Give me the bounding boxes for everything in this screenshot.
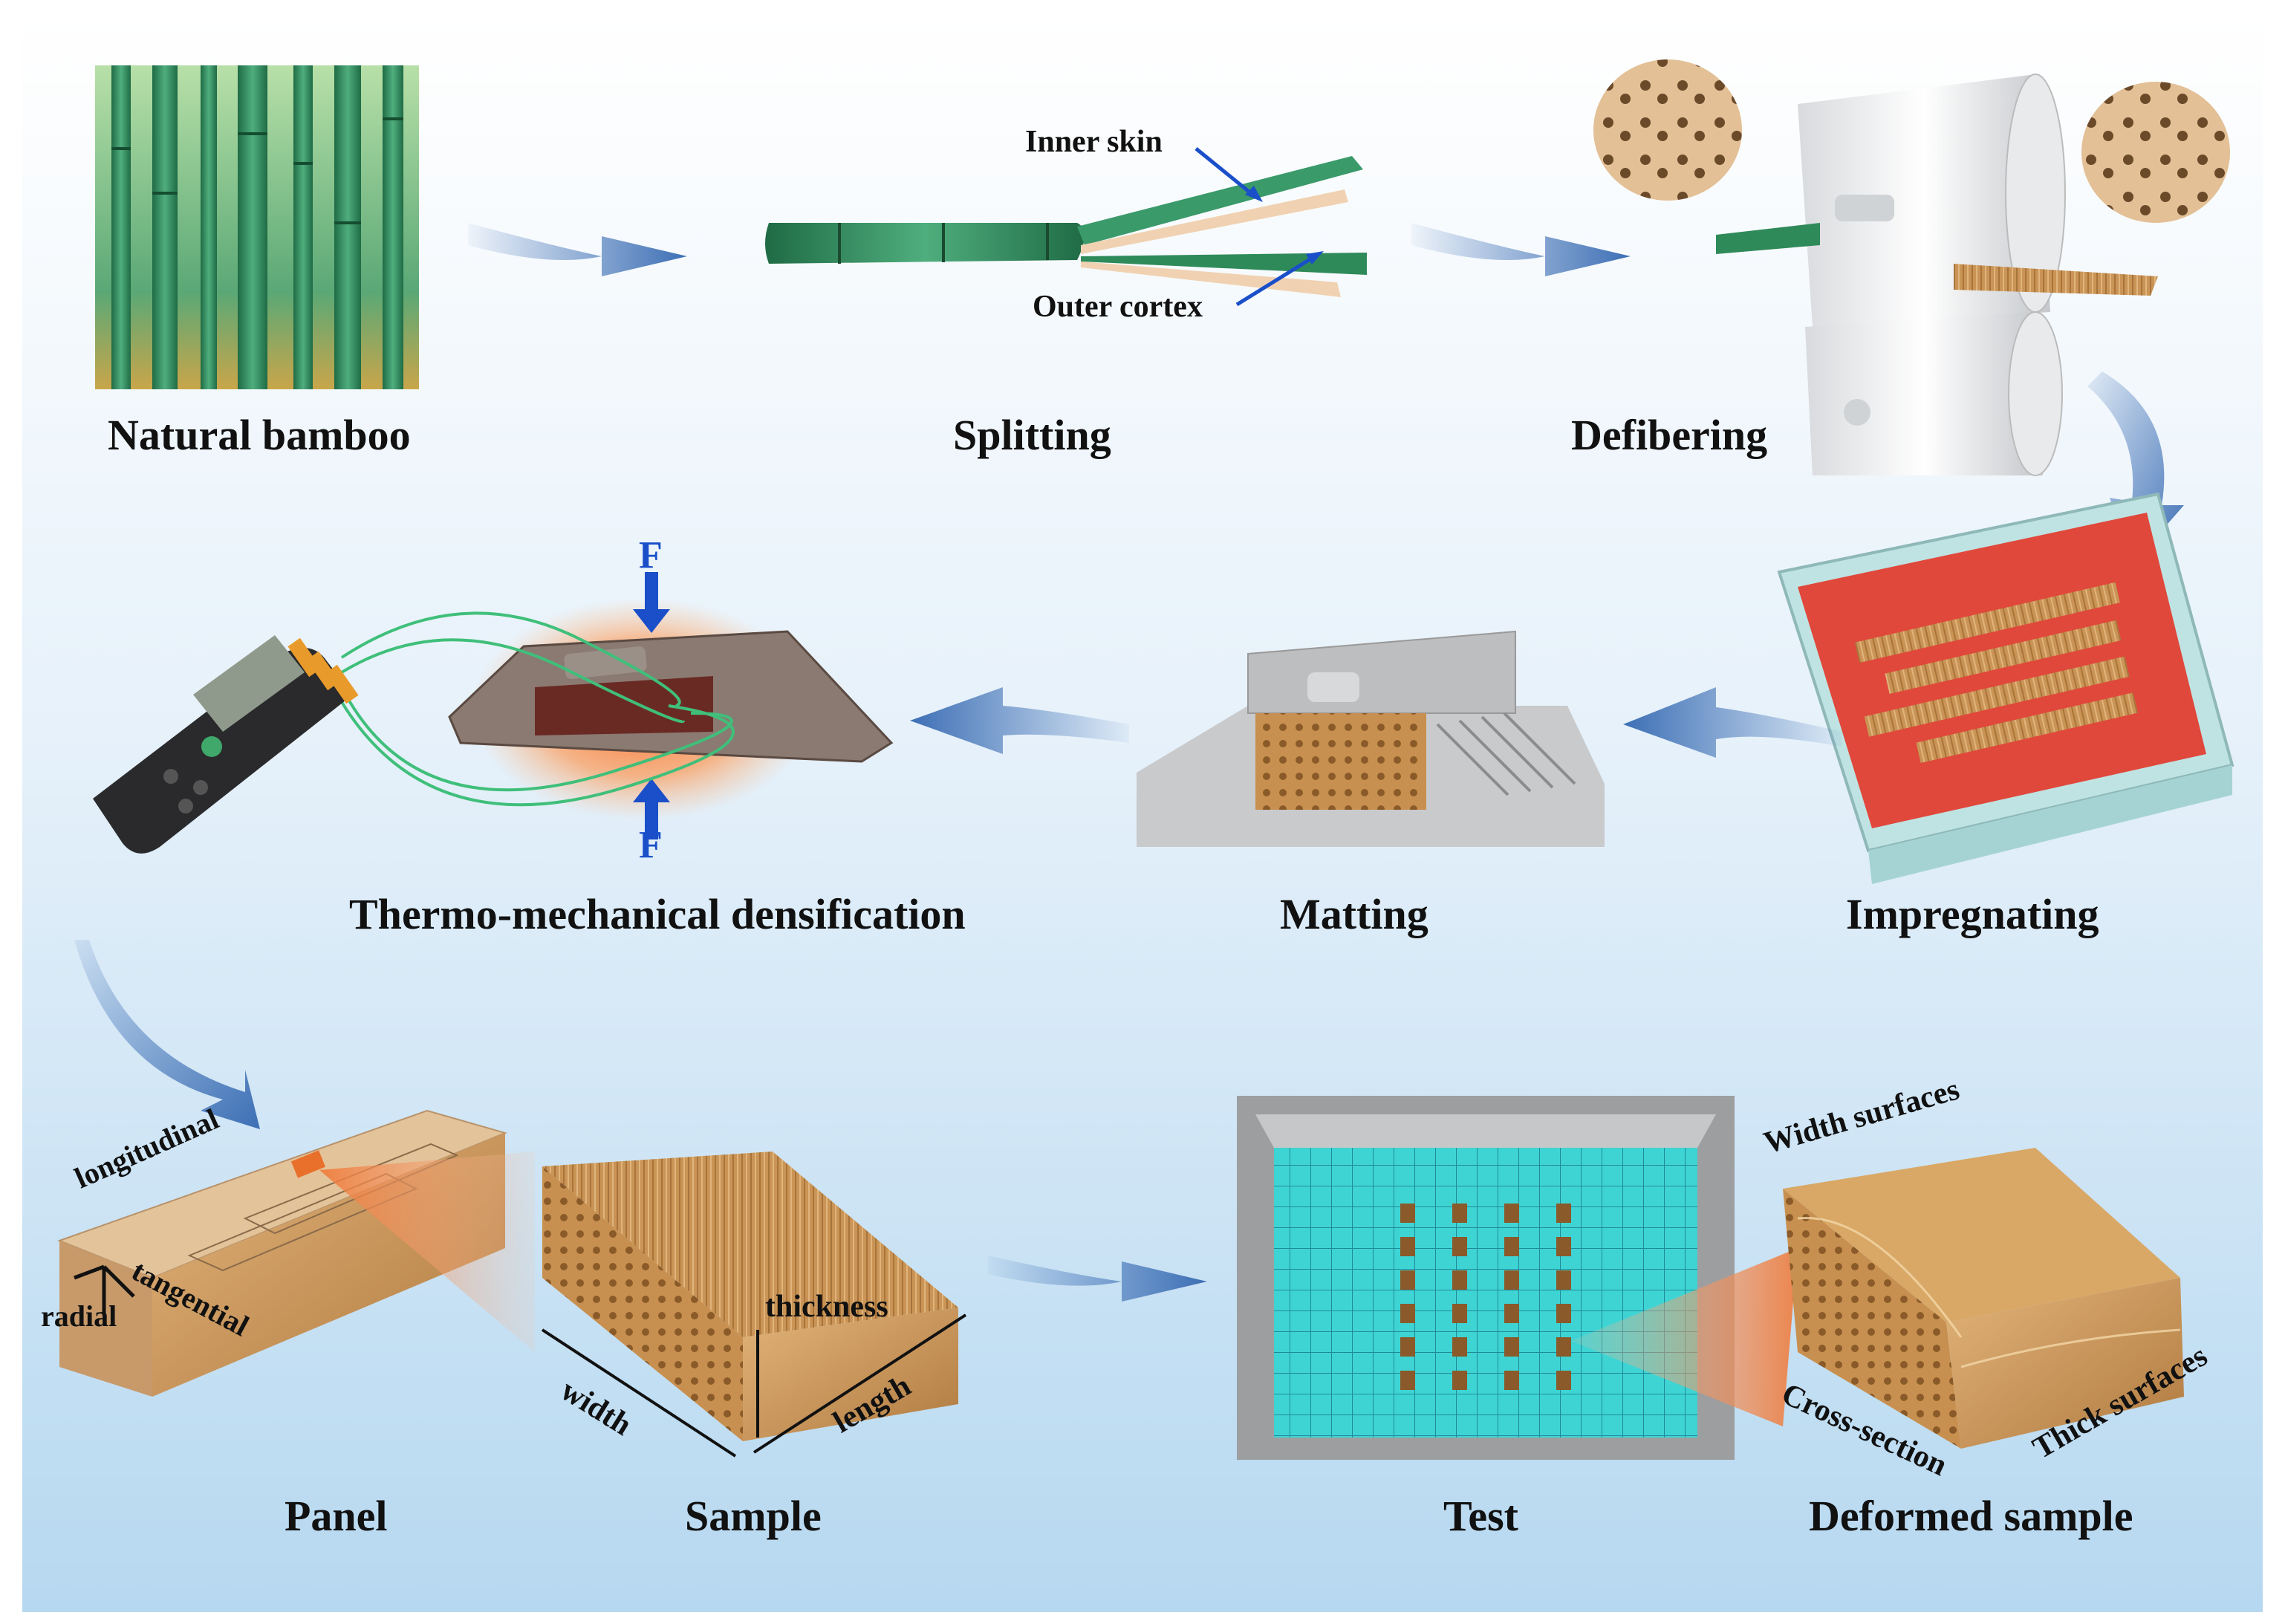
arrow-to-splitting	[468, 223, 687, 276]
arrow-to-defibering	[1411, 223, 1631, 276]
label-radial: radial	[41, 1299, 117, 1333]
test-bath	[1237, 1096, 1798, 1460]
sample-location	[290, 1150, 326, 1178]
matting-mold	[1137, 630, 1605, 847]
label-panel: Panel	[285, 1492, 388, 1540]
label-inner-skin: Inner skin	[1025, 125, 1163, 159]
thermocouple-meter	[93, 611, 735, 854]
label-force-top: F	[639, 534, 663, 576]
label-impregnating: Impregnating	[1846, 890, 2099, 938]
outer-cortex-pointer	[1235, 254, 1316, 307]
inner-skin-pointer	[1194, 147, 1257, 198]
bamboo-forest-photo	[95, 65, 419, 389]
force-arrow-bottom	[633, 779, 670, 802]
length-dimension	[753, 1313, 967, 1454]
splitting-bamboo	[765, 147, 1367, 307]
width-dimension	[541, 1328, 737, 1458]
label-force-bottom: F	[639, 824, 663, 866]
label-sample: Sample	[685, 1492, 822, 1540]
label-test: Test	[1443, 1492, 1518, 1540]
arrow-to-matting	[1623, 687, 1842, 758]
bamboo-panel	[57, 1109, 535, 1397]
defibering-rollers	[1593, 59, 2230, 476]
label-defibering: Defibering	[1571, 411, 1768, 459]
arrow-to-test	[988, 1256, 1207, 1302]
deformed-sample-cube	[1783, 1148, 2184, 1449]
arrow-to-panel	[74, 940, 260, 1129]
label-thickness: thickness	[765, 1290, 888, 1324]
label-outer-cortex: Outer cortex	[1033, 290, 1203, 324]
label-matting: Matting	[1280, 890, 1428, 938]
label-splitting: Splitting	[953, 411, 1111, 459]
force-arrow-top	[633, 609, 670, 633]
impregnating-tank	[1777, 492, 2234, 884]
label-deformed-sample: Deformed sample	[1809, 1492, 2133, 1540]
arrow-to-densification	[910, 687, 1129, 754]
label-natural-bamboo: Natural bamboo	[108, 411, 411, 459]
sample-cube	[541, 1152, 967, 1458]
label-densification: Thermo-mechanical densification	[349, 890, 966, 938]
